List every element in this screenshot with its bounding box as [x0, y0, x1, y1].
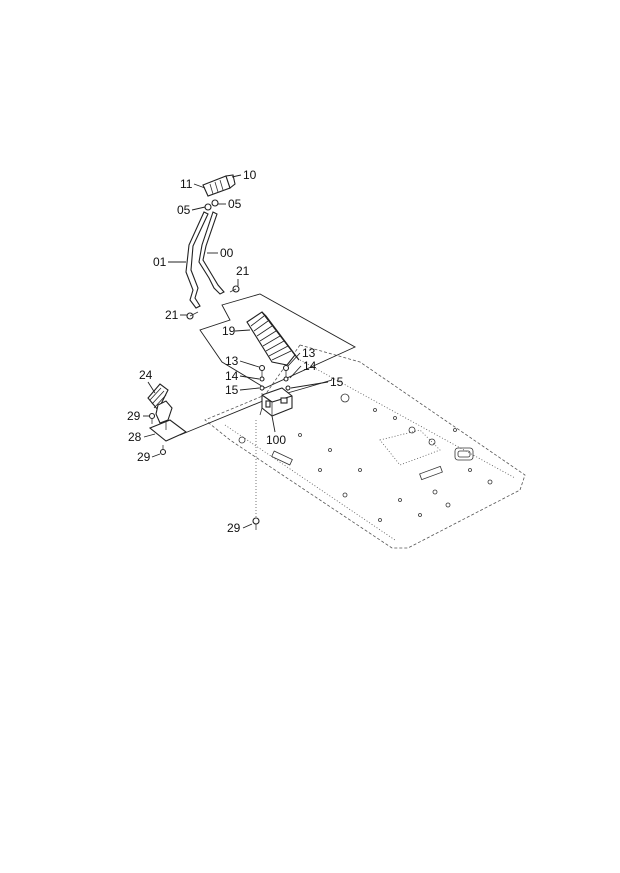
label-part-19: 19: [222, 324, 236, 338]
label-part-29-middle: 29: [137, 450, 151, 464]
pedal-24: [147, 383, 173, 424]
label-part-14-left: 14: [225, 369, 239, 383]
bolt-29-upper: [148, 412, 156, 424]
label-part-29-upper: 29: [127, 409, 141, 423]
nut-05-left: [204, 203, 212, 211]
label-part-28: 28: [128, 430, 142, 444]
label-part-13-left: 13: [225, 354, 239, 368]
label-part-15-left: 15: [225, 383, 239, 397]
bolt-29-bottom: [252, 420, 260, 530]
floor-plate: [204, 344, 526, 549]
lever-rods: [185, 211, 225, 309]
bolt-29-middle: [159, 445, 167, 456]
label-part-21-upper: 21: [236, 264, 250, 278]
fasteners-13-14-15: [258, 364, 291, 401]
plate-holes: [238, 393, 493, 522]
label-part-24: 24: [139, 368, 153, 382]
pedal-19: [246, 311, 300, 366]
bolt-21-upper: [229, 285, 240, 293]
label-part-01: 01: [153, 255, 167, 269]
label-part-13-right: 13: [302, 346, 316, 360]
nut-05-right: [211, 199, 219, 207]
part-labels: 10 11 05 05 00 01 21 21 19 13 13 14 14 1…: [127, 168, 344, 535]
leader-lines: [143, 174, 329, 529]
bracket-28: [148, 419, 188, 442]
label-part-05-left: 05: [177, 203, 191, 217]
label-part-14-right: 14: [303, 359, 317, 373]
bolt-21-lower: [186, 311, 199, 320]
label-part-05-right: 05: [228, 197, 242, 211]
label-part-11: 11: [180, 177, 193, 191]
valve-100: [259, 387, 293, 417]
label-part-100: 100: [266, 433, 286, 447]
label-part-15-right: 15: [330, 375, 344, 389]
label-part-21-lower: 21: [165, 308, 179, 322]
pedal-assembly-frame: [199, 293, 356, 389]
label-part-10: 10: [243, 168, 257, 182]
grip-knob: [202, 174, 236, 197]
label-part-29-bottom: 29: [227, 521, 241, 535]
label-part-00: 00: [220, 246, 234, 260]
